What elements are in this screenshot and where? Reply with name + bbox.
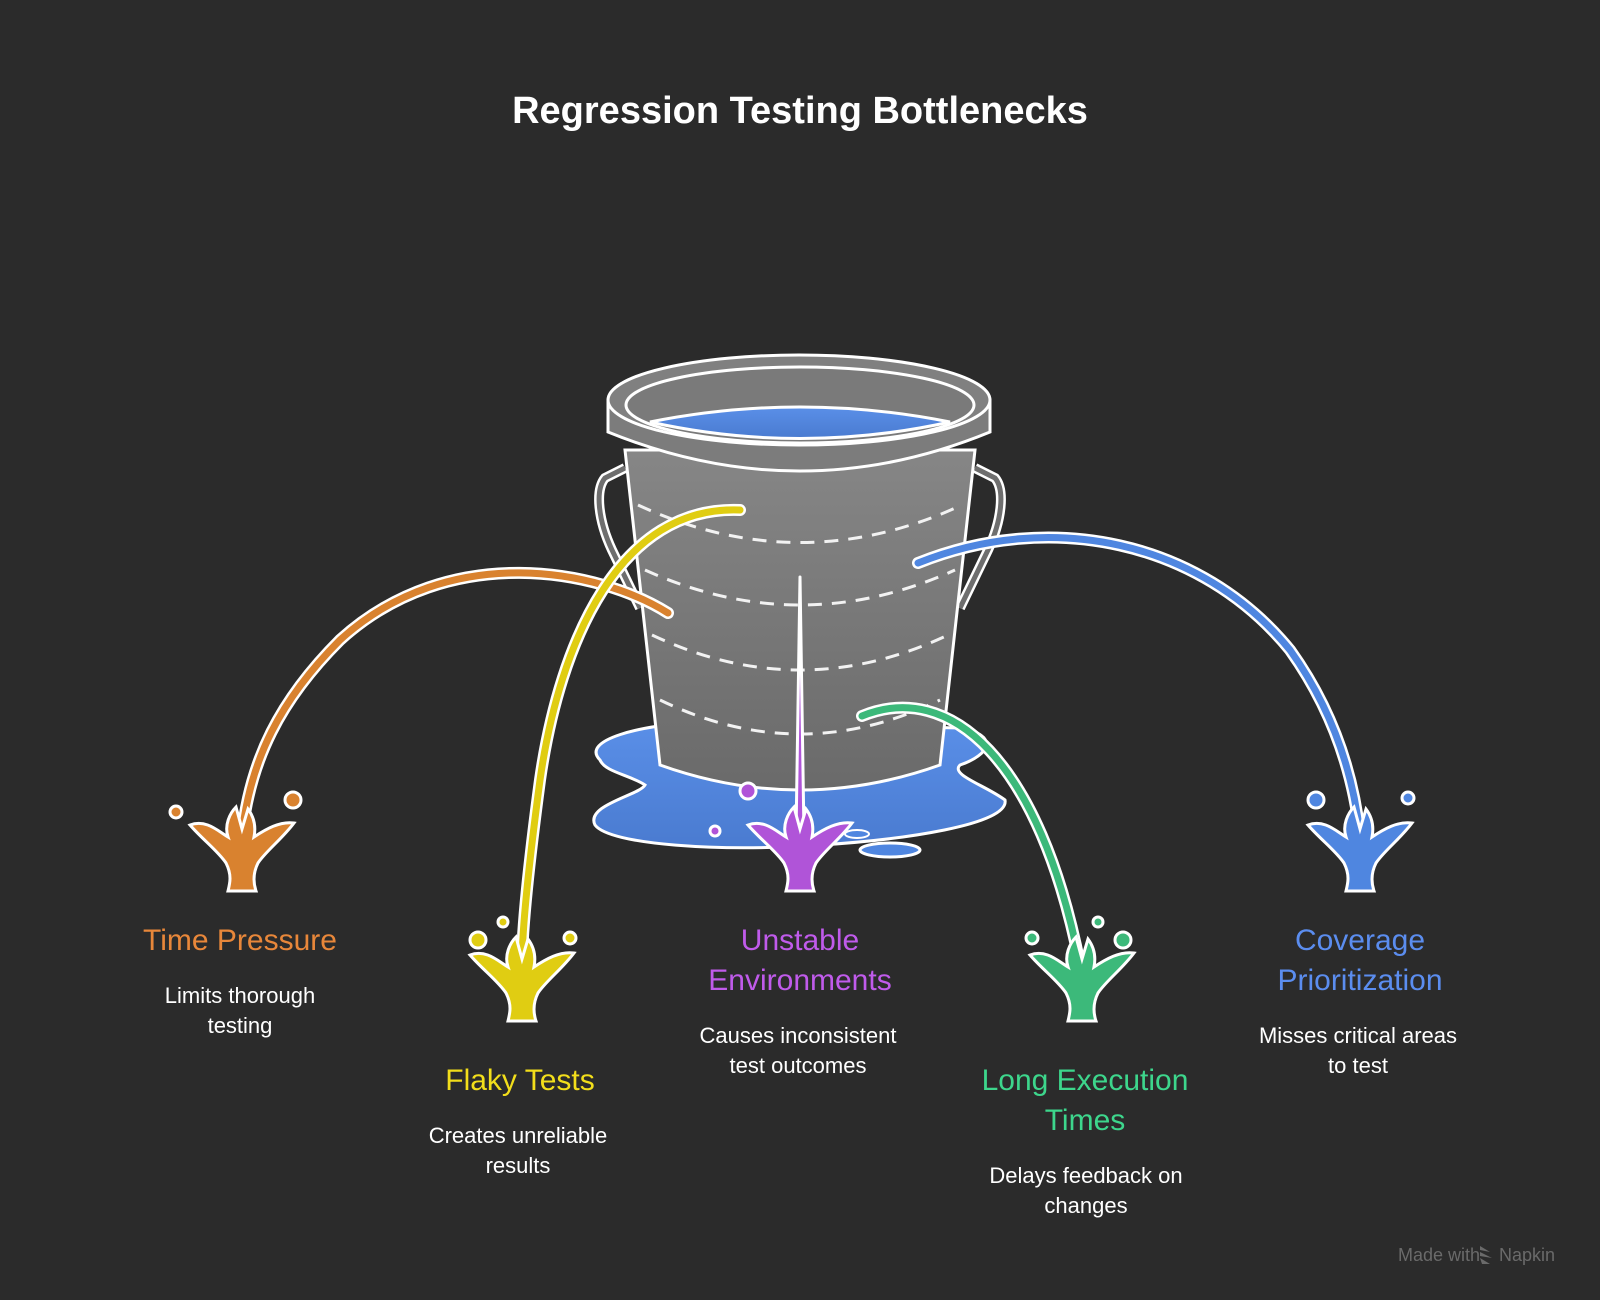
item-description: results xyxy=(486,1153,551,1178)
droplet xyxy=(1306,790,1326,810)
watermark-prefix: Made with xyxy=(1398,1245,1480,1265)
time-pressure-stream xyxy=(168,566,674,893)
splash xyxy=(745,804,855,893)
droplet xyxy=(283,790,303,810)
stream-outline xyxy=(236,566,674,841)
item-description: Causes inconsistent xyxy=(700,1023,897,1048)
item-title: Unstable xyxy=(741,924,859,957)
item-description: Delays feedback on xyxy=(989,1163,1182,1188)
item-title: Time Pressure xyxy=(143,924,337,957)
droplet xyxy=(168,804,184,820)
item-description: test outcomes xyxy=(730,1053,867,1078)
item-description: to test xyxy=(1328,1053,1388,1078)
watermark-brand: Napkin xyxy=(1499,1245,1555,1265)
item-description: Creates unreliable xyxy=(429,1123,608,1148)
item-title: Times xyxy=(1045,1104,1126,1137)
item-description: testing xyxy=(208,1013,273,1038)
item-title: Coverage xyxy=(1295,924,1425,957)
droplet xyxy=(468,930,488,950)
droplet xyxy=(1400,790,1416,806)
item-title: Long Execution xyxy=(982,1064,1189,1097)
unstable-environments-stream xyxy=(708,575,855,893)
napkin-logo-icon xyxy=(1480,1246,1492,1264)
flaky-tests-stream xyxy=(467,503,746,1023)
diagram-title: Regression Testing Bottlenecks xyxy=(512,90,1088,132)
coverage-prioritization-stream xyxy=(912,531,1416,893)
droplet xyxy=(1113,930,1133,950)
splash xyxy=(187,804,297,893)
watermark: Made with Napkin xyxy=(1398,1245,1555,1265)
droplet xyxy=(562,930,578,946)
long-execution-times-stream xyxy=(856,701,1137,1023)
stream-line xyxy=(858,704,1084,969)
item-title: Environments xyxy=(708,964,891,997)
item-description: Limits thorough xyxy=(165,983,315,1008)
item-description: Misses critical areas xyxy=(1259,1023,1457,1048)
stream-line xyxy=(518,506,744,969)
bucket-water xyxy=(649,405,951,440)
stream-line xyxy=(238,569,672,839)
stream-line xyxy=(914,534,1364,839)
splash xyxy=(467,934,577,1023)
droplet xyxy=(1024,930,1040,946)
splash xyxy=(1305,804,1415,893)
item-title: Prioritization xyxy=(1277,964,1442,997)
item-description: changes xyxy=(1044,1193,1127,1218)
item-title: Flaky Tests xyxy=(445,1064,595,1097)
droplet xyxy=(496,915,510,929)
splash xyxy=(1027,934,1137,1023)
droplet xyxy=(708,824,722,838)
droplet xyxy=(738,781,758,801)
droplet xyxy=(1091,915,1105,929)
